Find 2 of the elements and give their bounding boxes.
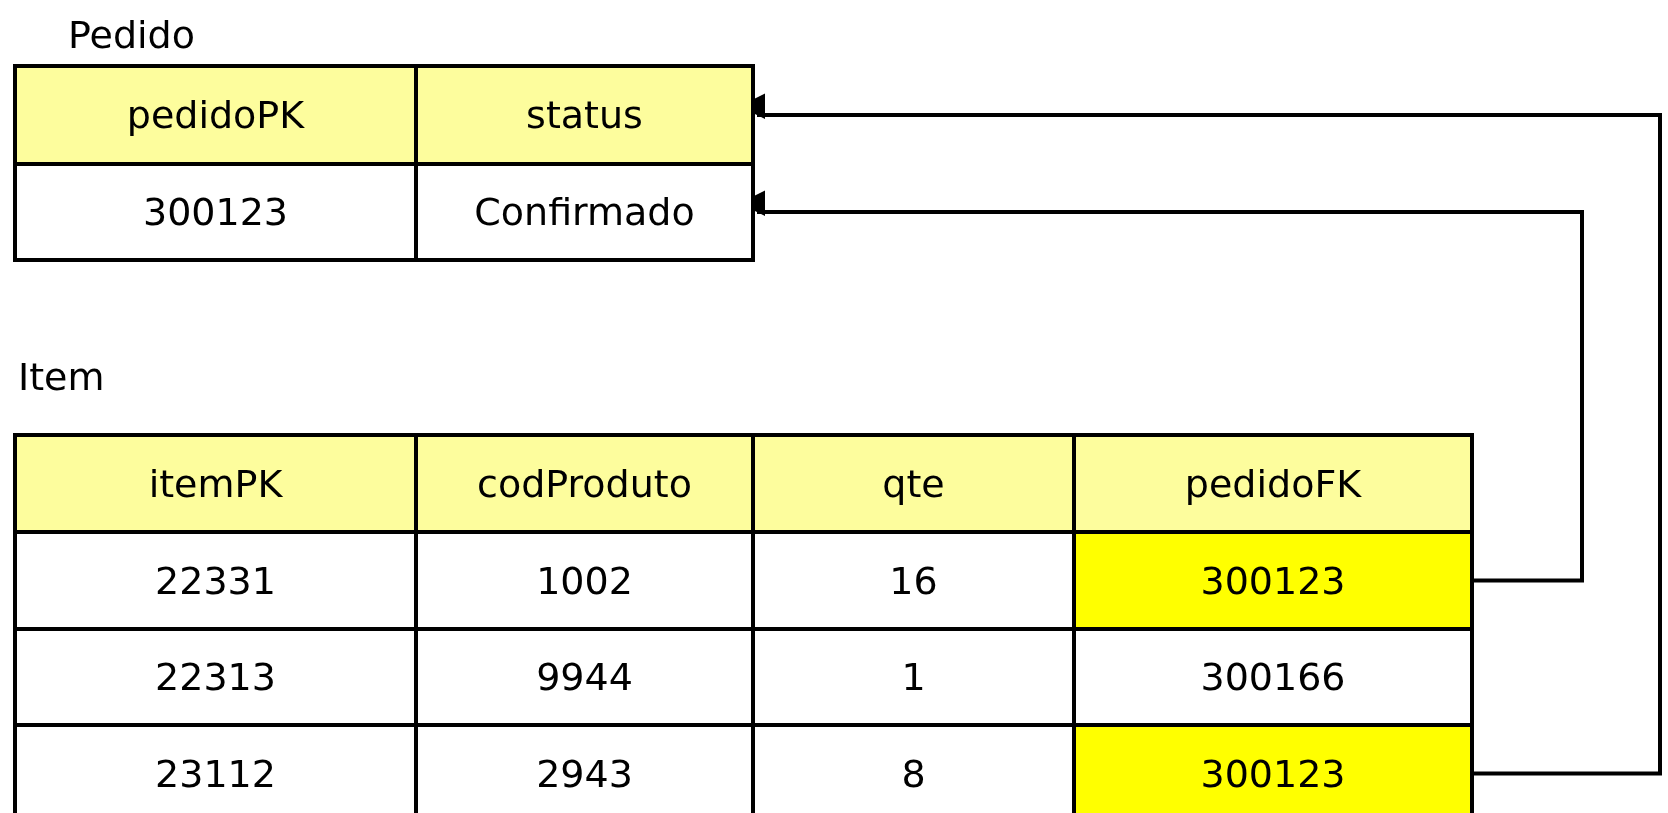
table-title: Pedido [68, 12, 195, 59]
table-title: Item [18, 354, 105, 401]
